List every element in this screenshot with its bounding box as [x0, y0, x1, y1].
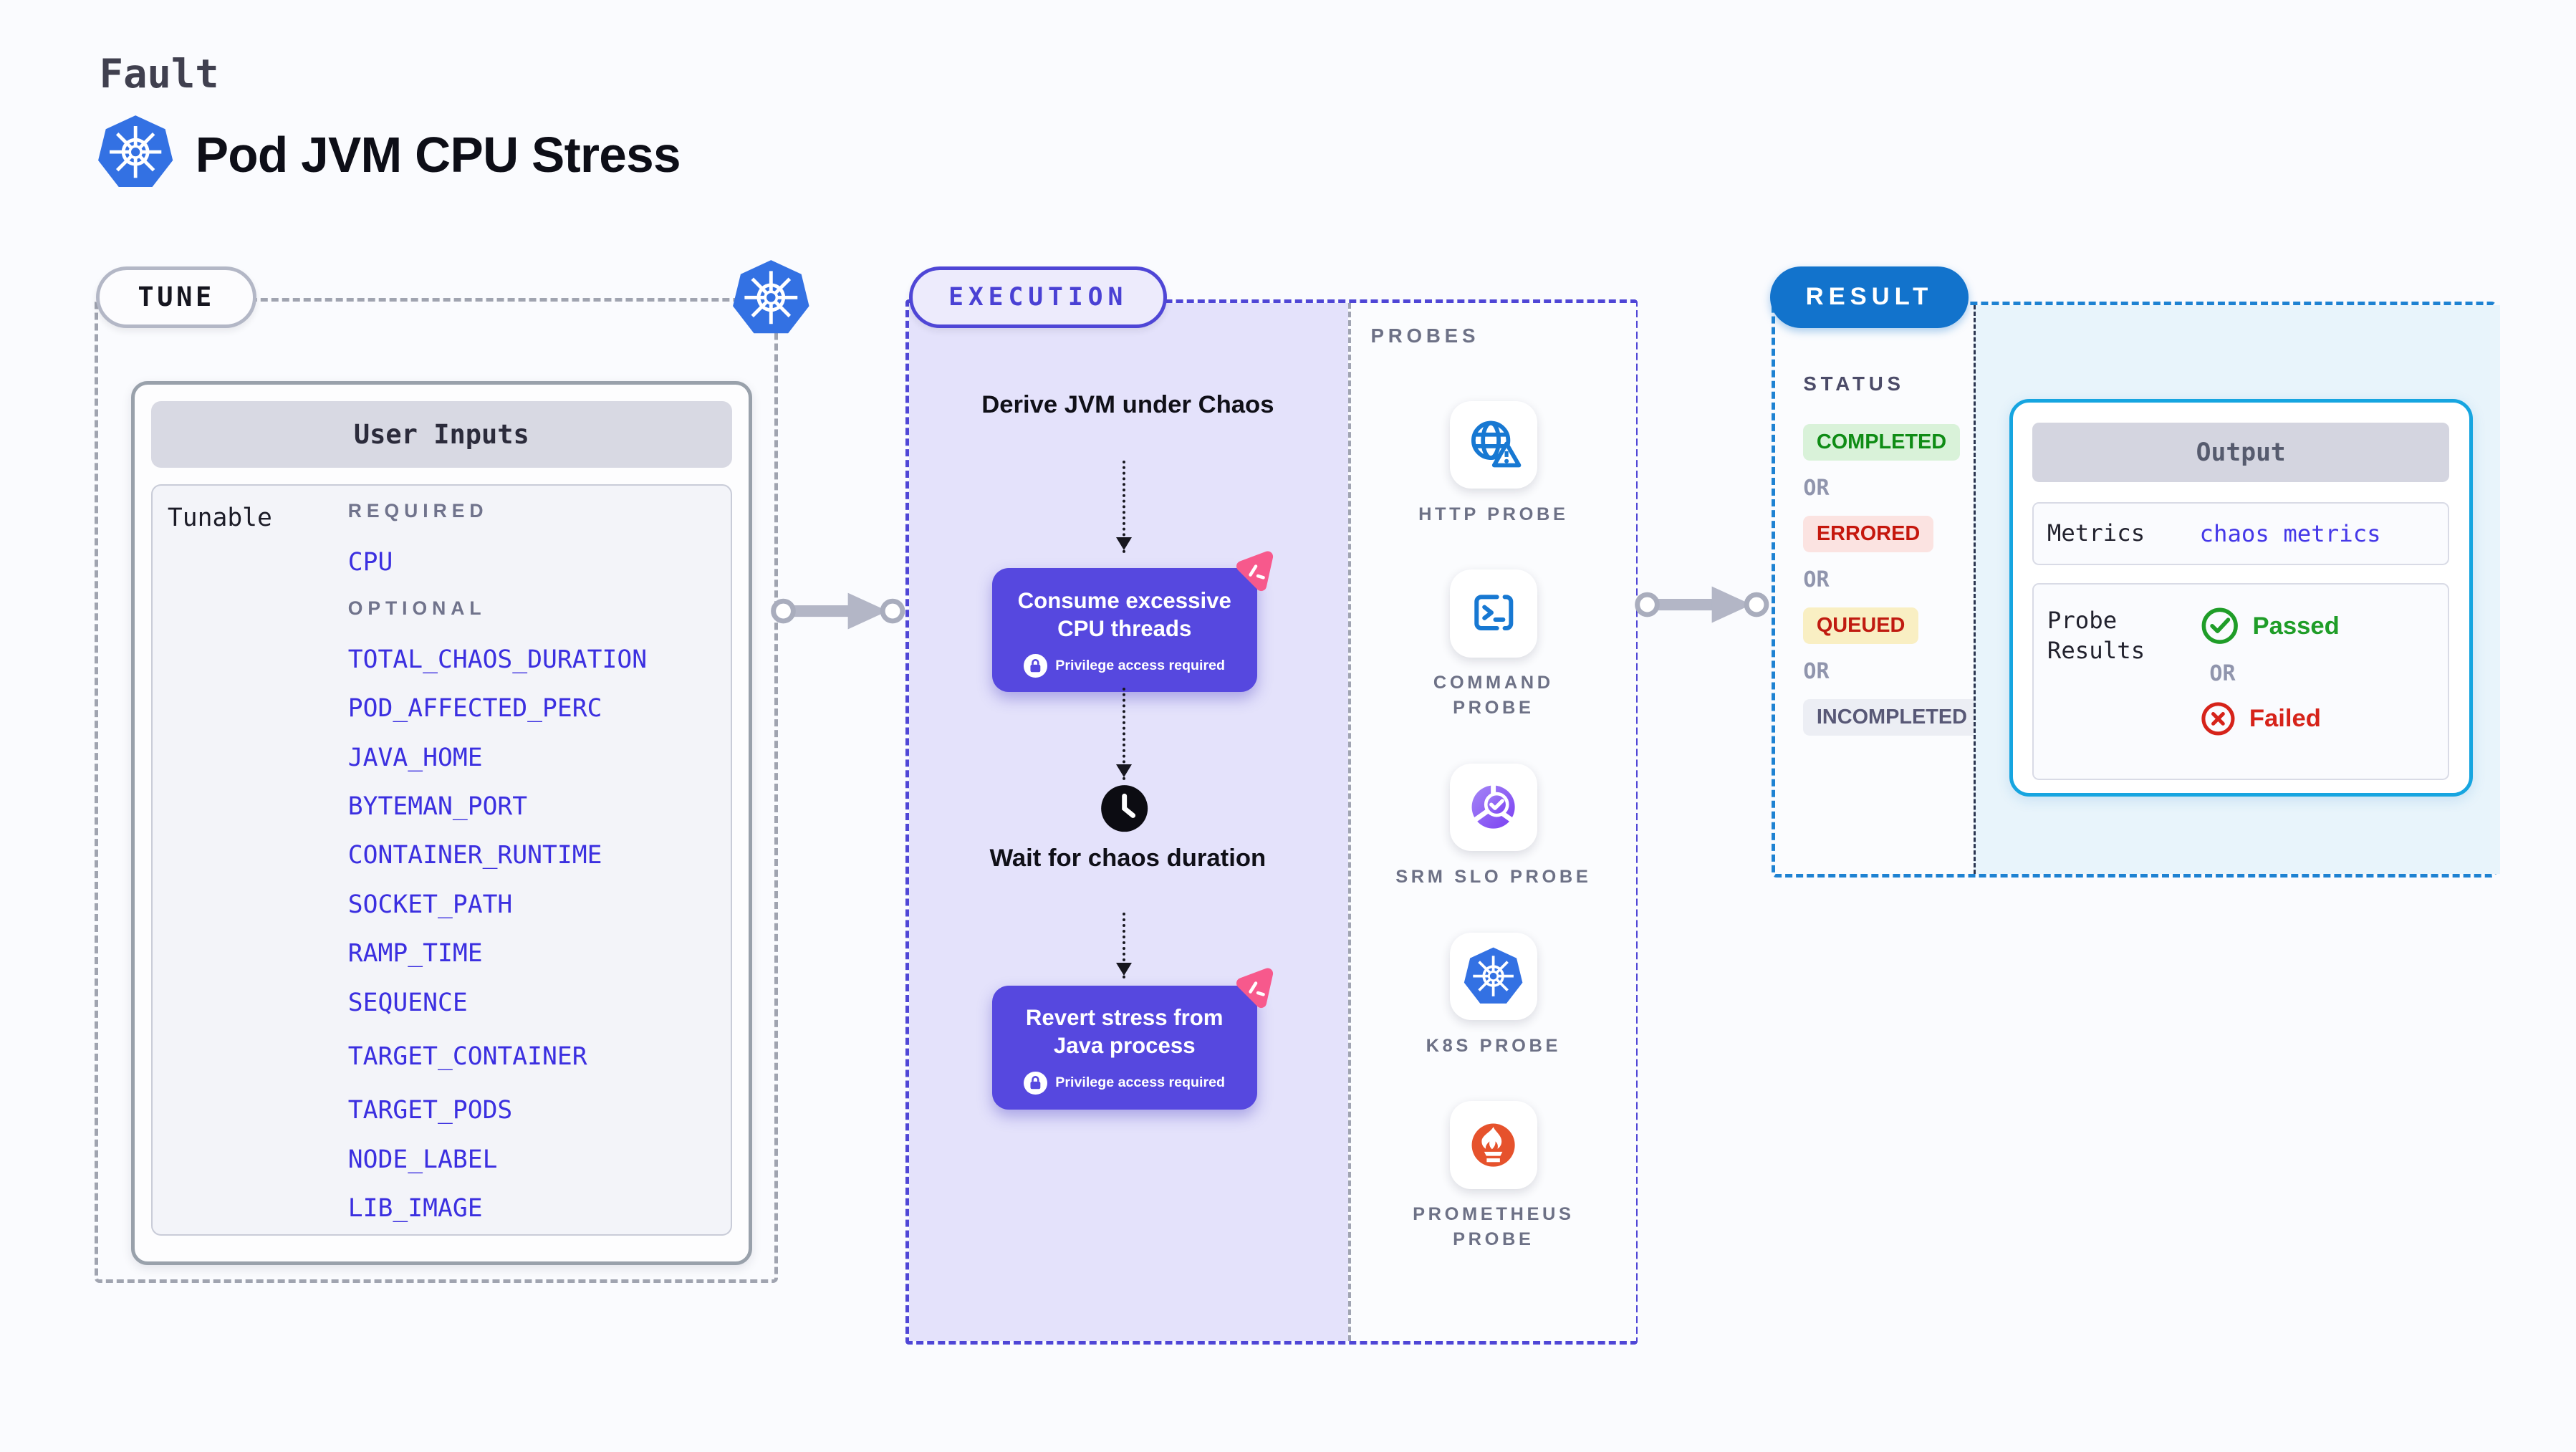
probe-item-http: HTTP PROBE	[1394, 400, 1592, 527]
flow-arrow-down-icon	[1116, 912, 1130, 979]
probe-card	[1449, 932, 1538, 1021]
step-revert-box: Revert stress from Java process Privileg…	[991, 986, 1257, 1110]
input-link[interactable]: CPU	[347, 548, 393, 577]
lock-icon	[1024, 1071, 1047, 1095]
page-title: Pod JVM CPU Stress	[195, 126, 681, 183]
input-link[interactable]: JAVA_HOME	[347, 743, 483, 772]
step-derive-label: Derive JVM under Chaos	[981, 390, 1274, 418]
input-link[interactable]: TOTAL_CHAOS_DURATION	[347, 645, 648, 674]
or-label: OR	[1803, 567, 1830, 593]
input-link[interactable]: TARGET_PODS	[347, 1096, 513, 1125]
probe-card	[1449, 763, 1538, 852]
probe-results-label: Probe Results	[2047, 607, 2145, 664]
step-consume-label: Consume excessive CPU threads	[1017, 587, 1231, 641]
cross-circle-icon	[2201, 702, 2234, 736]
globe-alert-icon	[1471, 421, 1522, 468]
required-group-label: REQUIRED	[347, 500, 489, 522]
probe-card	[1449, 400, 1538, 489]
input-link[interactable]: LIB_IMAGE	[347, 1194, 483, 1223]
status-badge-incompleted: INCOMPLETED	[1803, 698, 1981, 736]
status-badge-queued: QUEUED	[1803, 607, 1918, 645]
result-output-area: Output Metrics chaos metrics Probe Resul…	[1974, 304, 2501, 874]
probe-item-prometheus: PROMETHEUS PROBE	[1394, 1101, 1592, 1251]
failed-label: Failed	[2249, 705, 2321, 733]
execution-flow: Derive JVM under Chaos Consume excessive…	[909, 303, 1348, 1341]
kubernetes-icon	[732, 259, 810, 337]
tunable-label: Tunable	[167, 504, 272, 533]
output-header: Output	[2032, 423, 2450, 483]
clock-icon	[1101, 784, 1148, 832]
step-wait-label: Wait for chaos duration	[989, 844, 1267, 872]
status-badge-errored: ERRORED	[1803, 515, 1933, 553]
check-circle-icon	[2201, 607, 2238, 645]
result-section: STATUS COMPLETED OR ERRORED OR QUEUED OR…	[1772, 301, 2501, 878]
or-label: OR	[1803, 475, 1830, 501]
result-section-badge: RESULT	[1769, 266, 1969, 328]
user-inputs-body: Tunable REQUIRED CPU OPTIONAL TOTAL_CHAO…	[151, 484, 732, 1236]
or-label: OR	[1803, 659, 1830, 685]
or-label: OR	[2209, 660, 2236, 686]
kubernetes-icon	[1464, 946, 1524, 1005]
passed-label: Passed	[2252, 612, 2340, 640]
prometheus-flame-icon	[1471, 1123, 1515, 1167]
tune-section: User Inputs Tunable REQUIRED CPU OPTIONA…	[94, 298, 779, 1284]
input-link[interactable]: BYTEMAN_PORT	[347, 792, 528, 822]
flow-arrow-down-icon	[1116, 687, 1130, 780]
tune-to-execution-arrow	[770, 590, 906, 633]
status-badge-completed: COMPLETED	[1803, 423, 1960, 461]
probes-panel: PROBES	[1347, 303, 1636, 1341]
slo-donut-check-icon	[1471, 784, 1515, 830]
chaos-pink-badge-icon	[1232, 550, 1275, 593]
probe-card	[1449, 569, 1538, 658]
optional-group-label: OPTIONAL	[347, 597, 486, 619]
probe-card	[1449, 1101, 1538, 1189]
input-link[interactable]: NODE_LABEL	[347, 1145, 498, 1174]
user-inputs-card: User Inputs Tunable REQUIRED CPU OPTIONA…	[130, 380, 752, 1266]
input-link[interactable]: RAMP_TIME	[347, 939, 483, 968]
probe-results-row: Probe Results Passed OR	[2032, 583, 2450, 781]
probe-item-srm-slo: SRM SLO PROBE	[1394, 763, 1592, 890]
input-link[interactable]: CONTAINER_RUNTIME	[347, 841, 602, 870]
metrics-label: Metrics	[2047, 519, 2145, 547]
step-revert-label: Revert stress from Java process	[1025, 1005, 1224, 1059]
status-panel: STATUS COMPLETED OR ERRORED OR QUEUED OR…	[1775, 304, 1981, 874]
probe-item-command: COMMAND PROBE	[1394, 569, 1592, 720]
chaos-pink-badge-icon	[1232, 967, 1275, 1010]
privilege-note: Privilege access required	[1055, 658, 1226, 673]
probe-item-k8s: K8S PROBE	[1394, 932, 1592, 1059]
privilege-note: Privilege access required	[1055, 1074, 1226, 1091]
status-heading: STATUS	[1803, 372, 1905, 395]
input-link[interactable]: SOCKET_PATH	[347, 890, 513, 919]
step-consume-box: Consume excessive CPU threads Privilege …	[991, 568, 1257, 693]
output-card: Output Metrics chaos metrics Probe Resul…	[2009, 399, 2473, 797]
probes-heading: PROBES	[1370, 324, 1480, 347]
execution-to-result-arrow	[1634, 583, 1770, 626]
fault-kicker: Fault	[99, 51, 219, 97]
input-link[interactable]: SEQUENCE	[347, 988, 468, 1017]
user-inputs-header: User Inputs	[151, 401, 732, 468]
chaos-metrics-link[interactable]: chaos metrics	[2199, 519, 2381, 547]
metrics-row: Metrics chaos metrics	[2032, 502, 2450, 565]
execution-section-badge: EXECUTION	[908, 266, 1168, 328]
terminal-icon	[1474, 595, 1513, 631]
flow-arrow-down-icon	[1116, 460, 1130, 554]
input-link[interactable]: POD_AFFECTED_PERC	[347, 694, 602, 723]
execution-section: Derive JVM under Chaos Consume excessive…	[905, 299, 1638, 1345]
inputs-list: REQUIRED CPU OPTIONAL TOTAL_CHAOS_DURATI…	[348, 500, 731, 1234]
lock-icon	[1024, 654, 1047, 678]
input-link[interactable]: TARGET_CONTAINER	[347, 1042, 587, 1072]
tune-section-badge: TUNE	[96, 266, 257, 328]
kubernetes-icon	[97, 114, 173, 190]
